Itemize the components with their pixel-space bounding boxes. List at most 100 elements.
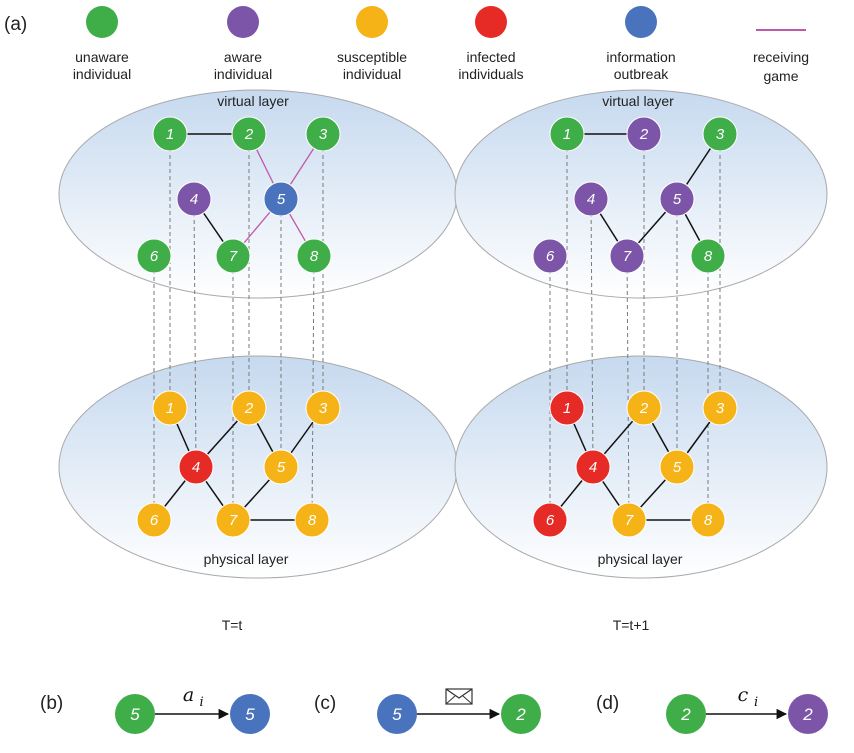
virtual-node-4-label: 4 bbox=[190, 191, 198, 208]
physical-node-3-circle bbox=[305, 390, 341, 426]
legend-item-receiving: receiving game bbox=[753, 29, 809, 84]
panel-d-from-node: 2 bbox=[666, 694, 706, 734]
legend-swatch-susceptible bbox=[356, 6, 388, 38]
virtual-node-1-label: 1 bbox=[563, 126, 571, 143]
physical-node-8: 8 bbox=[690, 502, 726, 538]
physical-node-1: 1 bbox=[152, 390, 188, 426]
physical-node-1: 1 bbox=[549, 390, 585, 426]
virtual-node-2-circle bbox=[231, 116, 267, 152]
legend-label-receiving: receiving bbox=[753, 49, 809, 65]
legend-swatch-unaware bbox=[86, 6, 118, 38]
panel-c-to-node-label: 2 bbox=[515, 705, 526, 724]
legend-swatch-infected bbox=[475, 6, 507, 38]
virtual-node-4-circle bbox=[176, 181, 212, 217]
panel-d-to-node: 2 bbox=[788, 694, 828, 734]
panel-label-b: (b) bbox=[40, 693, 63, 714]
physical-node-8: 8 bbox=[294, 502, 330, 538]
virtual-node-8: 8 bbox=[690, 238, 726, 274]
virtual-node-8: 8 bbox=[296, 238, 332, 274]
physical-node-7-circle bbox=[215, 502, 251, 538]
virtual-node-1: 1 bbox=[152, 116, 188, 152]
virtual-node-3-label: 3 bbox=[716, 126, 725, 143]
panel-b-edge-label: a bbox=[183, 684, 194, 706]
panel-b-to-node-circle bbox=[230, 694, 270, 734]
panel-b-to-node: 5 bbox=[230, 694, 270, 734]
coupling-line-4 bbox=[193, 198, 197, 468]
virtual-node-6: 6 bbox=[532, 238, 568, 274]
legend-swatch-aware bbox=[227, 6, 259, 38]
physical-node-3: 3 bbox=[305, 390, 341, 426]
panel-d-to-node-circle bbox=[788, 694, 828, 734]
legend-label-susceptible: individual bbox=[343, 66, 401, 82]
virtual-node-6: 6 bbox=[136, 238, 172, 274]
physical-node-7: 7 bbox=[215, 502, 251, 538]
physical-node-1-label: 1 bbox=[166, 400, 174, 417]
legend-label-infected: individuals bbox=[458, 66, 523, 82]
physical-node-6-label: 6 bbox=[150, 512, 159, 529]
panel-d-from-node-circle bbox=[666, 694, 706, 734]
virtual-node-8-label: 8 bbox=[310, 248, 319, 265]
legend: unawareindividualawareindividualsuscepti… bbox=[73, 6, 809, 84]
panel-c-from-node: 5 bbox=[377, 694, 417, 734]
virtual-node-5-label: 5 bbox=[277, 191, 286, 208]
legend-label-receiving: game bbox=[763, 68, 798, 84]
virtual-node-1-circle bbox=[152, 116, 188, 152]
virtual-node-7: 7 bbox=[215, 238, 251, 274]
physical-layer-label-left: physical layer bbox=[204, 551, 289, 567]
virtual-node-7-label: 7 bbox=[623, 248, 632, 265]
physical-node-4-circle bbox=[575, 449, 611, 485]
virtual-node-1-circle bbox=[549, 116, 585, 152]
virtual-node-6-label: 6 bbox=[546, 248, 555, 265]
physical-layer-right bbox=[454, 355, 828, 579]
virtual-node-2: 2 bbox=[626, 116, 662, 152]
virtual-node-1-label: 1 bbox=[166, 126, 174, 143]
physical-node-8-circle bbox=[294, 502, 330, 538]
physical-node-5-label: 5 bbox=[277, 459, 286, 476]
panel-label-a: (a) bbox=[4, 14, 27, 35]
virtual-node-4: 4 bbox=[573, 181, 609, 217]
coupling-line-7 bbox=[626, 255, 630, 521]
legend-label-unaware: individual bbox=[73, 66, 131, 82]
panel-d-to-node-label: 2 bbox=[802, 705, 813, 724]
physical-layer-left bbox=[58, 355, 458, 579]
physical-node-5: 5 bbox=[659, 449, 695, 485]
virtual-node-8-circle bbox=[690, 238, 726, 274]
physical-node-4-label: 4 bbox=[192, 459, 200, 476]
physical-node-6-circle bbox=[136, 502, 172, 538]
panel-b-to-node-label: 5 bbox=[245, 705, 255, 724]
panel-d-edge-label: c bbox=[738, 684, 749, 706]
legend-swatch-outbreak bbox=[625, 6, 657, 38]
legend-label-susceptible: susceptible bbox=[337, 49, 407, 65]
virtual-node-3: 3 bbox=[702, 116, 738, 152]
physical-node-5-label: 5 bbox=[673, 459, 682, 476]
virtual-node-4-label: 4 bbox=[587, 191, 595, 208]
panel-label-c: (c) bbox=[314, 693, 336, 714]
physical-node-5-circle bbox=[659, 449, 695, 485]
panel-c-to-node: 2 bbox=[501, 694, 541, 734]
legend-label-unaware: unaware bbox=[75, 49, 129, 65]
physical-node-3-label: 3 bbox=[319, 400, 328, 417]
virtual-node-1: 1 bbox=[549, 116, 585, 152]
physical-node-1-label: 1 bbox=[563, 400, 571, 417]
virtual-node-6-circle bbox=[136, 238, 172, 274]
virtual-node-3-circle bbox=[702, 116, 738, 152]
physical-node-4: 4 bbox=[575, 449, 611, 485]
virtual-node-7-circle bbox=[215, 238, 251, 274]
physical-node-6-label: 6 bbox=[546, 512, 555, 529]
panel-d-from-node-label: 2 bbox=[680, 705, 691, 724]
physical-node-7-label: 7 bbox=[625, 512, 634, 529]
physical-layer-label-right: physical layer bbox=[598, 551, 683, 567]
legend-label-aware: individual bbox=[214, 66, 272, 82]
virtual-node-5-circle bbox=[659, 181, 695, 217]
physical-node-2: 2 bbox=[626, 390, 662, 426]
virtual-node-4: 4 bbox=[176, 181, 212, 217]
virtual-node-6-circle bbox=[532, 238, 568, 274]
